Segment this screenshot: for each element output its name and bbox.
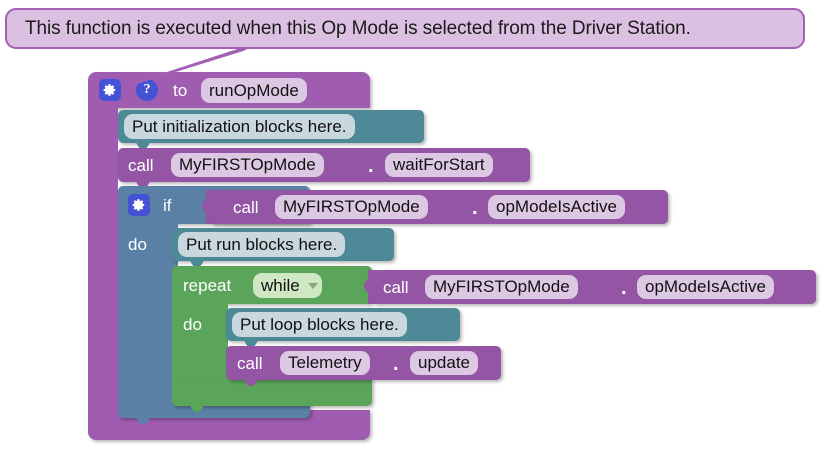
if-condition-separator: . (472, 197, 478, 219)
repeat-do-label: do (183, 315, 202, 334)
waitforstart-object-field[interactable]: MyFIRSTOpMode (171, 153, 324, 177)
question-mark-icon[interactable]: ? (136, 79, 158, 101)
waitforstart-method-field[interactable]: waitForStart (385, 153, 493, 177)
if-label: if (163, 196, 172, 215)
repeat-condition-method-field[interactable]: opModeIsActive (637, 275, 774, 299)
tooltip-callout: This function is executed when this Op M… (5, 8, 805, 49)
gear-glyph-icon (103, 84, 116, 96)
telemetry-method-field[interactable]: update (410, 351, 478, 375)
repeat-condition-separator: . (621, 277, 627, 299)
repeat-condition-call-label: call (383, 278, 409, 297)
repeat-label: repeat (183, 276, 232, 295)
loop-comment-text[interactable]: Put loop blocks here. (232, 312, 407, 337)
function-name-field[interactable]: runOpMode (201, 78, 307, 103)
waitforstart-separator: . (368, 155, 374, 177)
gear-icon[interactable] (99, 79, 121, 101)
waitforstart-call-label: call (128, 156, 154, 175)
if-condition-method-field[interactable]: opModeIsActive (488, 195, 625, 219)
tooltip-text: This function is executed when this Op M… (25, 17, 691, 39)
run-comment-text[interactable]: Put run blocks here. (178, 232, 346, 257)
repeat-mode-dropdown[interactable]: while (253, 273, 322, 298)
repeat-block-footer[interactable] (172, 378, 372, 406)
if-condition-call-label: call (233, 198, 259, 217)
if-condition-object-field[interactable]: MyFIRSTOpMode (275, 195, 428, 219)
chevron-down-icon (307, 282, 318, 289)
telemetry-call-label: call (237, 354, 263, 373)
telemetry-object-field[interactable]: Telemetry (280, 351, 370, 375)
if-gear-icon[interactable] (128, 194, 150, 216)
repeat-condition-object-field[interactable]: MyFIRSTOpMode (425, 275, 578, 299)
repeat-mode-value: while (261, 275, 300, 295)
if-do-label: do (128, 235, 147, 254)
telemetry-separator: . (393, 353, 399, 375)
function-block-spine[interactable] (88, 100, 118, 430)
init-comment-text[interactable]: Put initialization blocks here. (124, 114, 355, 139)
function-to-label: to (173, 81, 188, 100)
gear-glyph-icon (132, 199, 145, 211)
if-block-spine[interactable] (118, 218, 178, 408)
